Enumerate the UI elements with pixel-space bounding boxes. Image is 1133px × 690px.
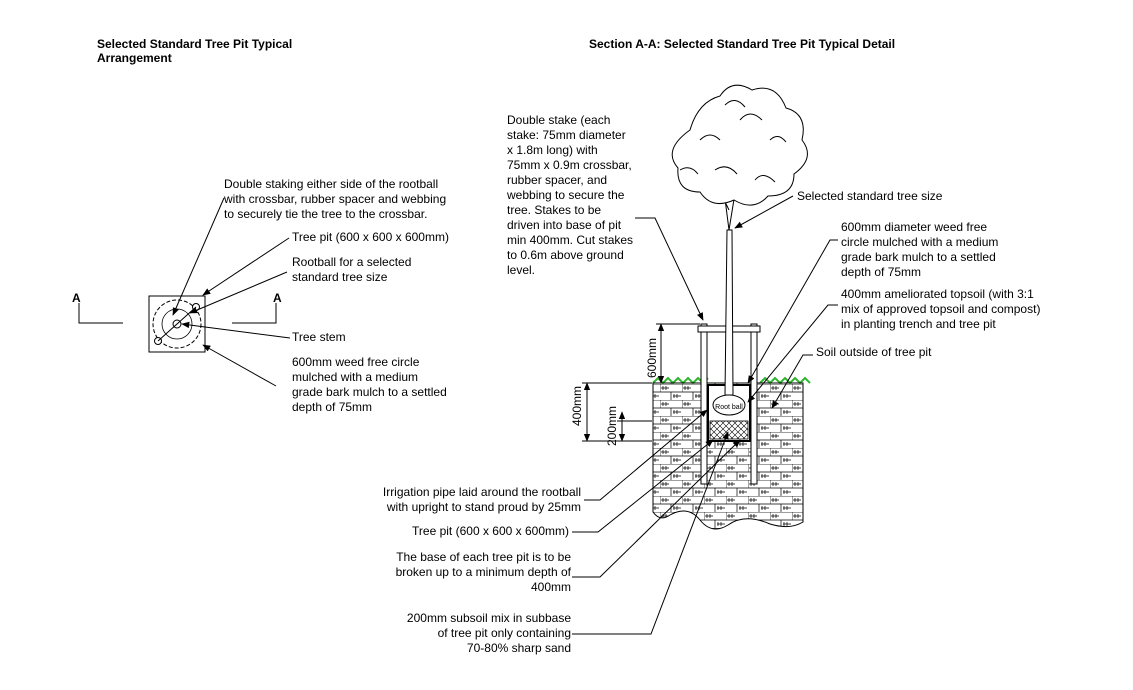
plan-note-weed-free-circle: 600mm weed free circle mulched with a me… — [292, 355, 447, 414]
dim-200mm: 200mm — [605, 406, 619, 446]
section-note-base: The base of each tree pit is to be broke… — [395, 550, 571, 594]
stake-right — [750, 323, 758, 485]
section-line-left — [78, 303, 123, 324]
plan-weed-free-circle — [152, 299, 202, 349]
plan-note-tree-stem: Tree stem — [292, 330, 346, 344]
section-note-soil-outside: Soil outside of tree pit — [816, 345, 932, 359]
plan-title: Selected Standard Tree Pit Typical Arran… — [97, 37, 293, 65]
plan-tree-pit-square — [148, 295, 206, 353]
plan-view: A A — [72, 197, 291, 387]
plan-note-rootball: Rootball for a selected standard tree si… — [292, 255, 412, 284]
soil-body — [652, 382, 804, 530]
section-note-weed-free-circle: 600mm diameter weed free circle mulched … — [841, 220, 999, 279]
section-note-tree-pit: Tree pit (600 x 600 x 600mm) — [412, 524, 569, 538]
section-mark-right: A — [273, 291, 282, 305]
plan-note-tree-pit: Tree pit (600 x 600 x 600mm) — [292, 230, 449, 244]
tree-trunk — [724, 229, 734, 396]
rootball-label: Root ball — [715, 404, 743, 411]
section-title: Section A-A: Selected Standard Tree Pit … — [589, 37, 896, 51]
section-note-subsoil: 200mm subsoil mix in subbase of tree pit… — [406, 611, 571, 655]
tree-canopy — [671, 84, 808, 231]
section-note-irrigation: Irrigation pipe laid around the rootball… — [382, 485, 581, 514]
dim-600mm: 600mm — [645, 338, 659, 378]
section-mark-left: A — [72, 291, 81, 305]
plan-note-staking: Double staking either side of the rootba… — [224, 177, 447, 221]
dim-400mm: 400mm — [570, 386, 584, 426]
section-view: Root ball 600mm 400mm 200mm — [570, 84, 838, 635]
stake-left — [700, 323, 708, 485]
section-line-right — [232, 303, 277, 324]
section-note-selected-tree: Selected standard tree size — [797, 189, 943, 203]
section-note-double-stake: Double stake (each stake: 75mm diameter … — [507, 113, 634, 277]
subsoil-layer — [709, 420, 749, 440]
section-note-topsoil: 400mm ameliorated topsoil (with 3:1 mix … — [841, 287, 1041, 331]
